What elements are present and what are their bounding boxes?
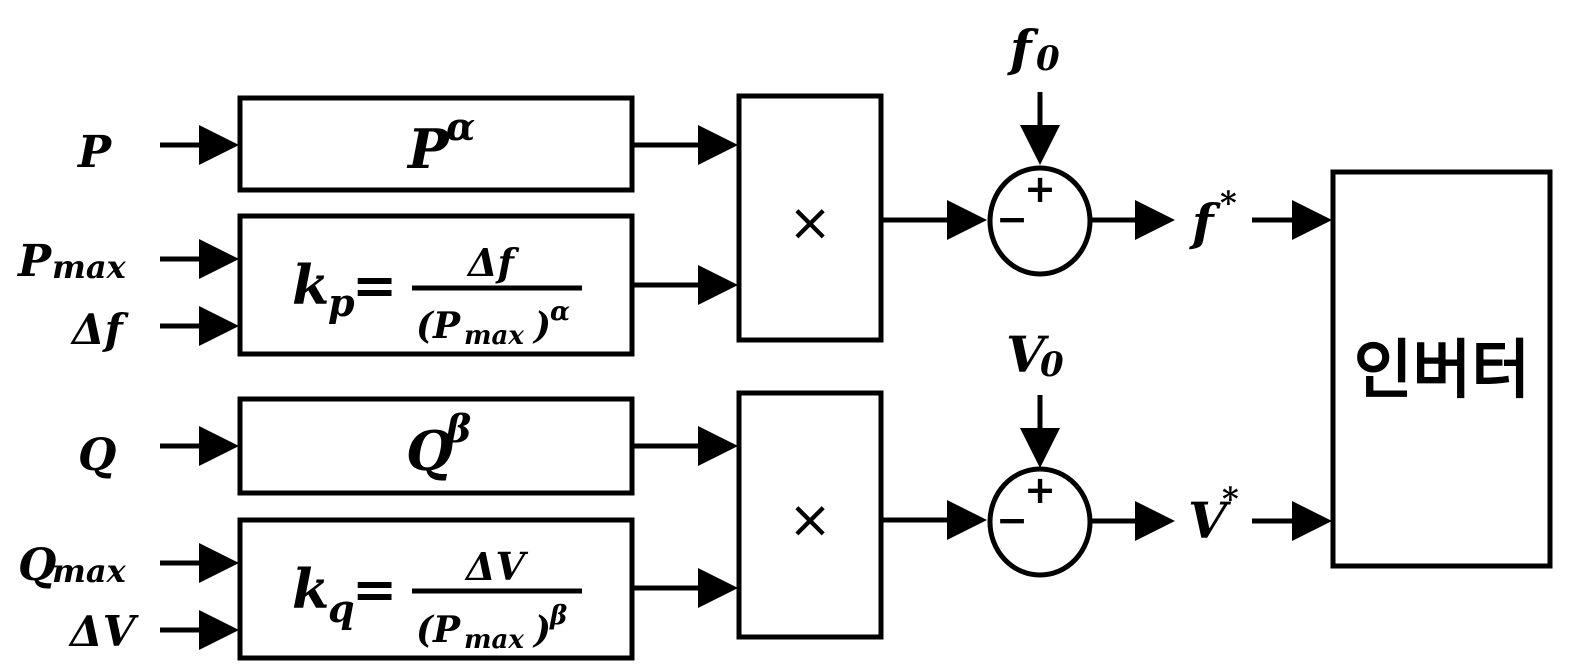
input-q-label: Q <box>78 430 116 481</box>
input-delta-v-label: ΔV <box>68 607 140 656</box>
svg-text:f: f <box>1007 19 1039 78</box>
svg-text:*: * <box>1222 480 1239 518</box>
svg-text:0: 0 <box>1040 345 1064 385</box>
svg-text:×: × <box>788 193 832 253</box>
svg-text:=: = <box>352 557 397 621</box>
svg-text:×: × <box>788 490 832 550</box>
svg-text:−: − <box>996 197 1028 241</box>
svg-text:f: f <box>1189 193 1221 252</box>
svg-text:β: β <box>549 601 567 631</box>
svg-text:+: + <box>1024 167 1056 211</box>
svg-text:max: max <box>464 321 524 351</box>
input-delta-f-label: Δf <box>70 305 130 354</box>
svg-text:max: max <box>52 552 127 590</box>
summer-bottom: + − <box>987 466 1093 578</box>
svg-text:0: 0 <box>1036 39 1060 79</box>
svg-text:V: V <box>1006 325 1050 384</box>
ref-f0-label: f 0 <box>1007 19 1060 79</box>
svg-text:+: + <box>1024 468 1056 512</box>
svg-text:max: max <box>52 248 127 286</box>
svg-text:=: = <box>352 253 397 317</box>
svg-text:α: α <box>446 104 475 149</box>
input-pmax-label: P max <box>16 236 127 287</box>
block-p-power: P α <box>237 95 635 193</box>
multiplier-top: × <box>736 93 884 343</box>
svg-text:P: P <box>16 236 53 287</box>
svg-text:V: V <box>1188 491 1232 550</box>
svg-text:q: q <box>328 586 355 631</box>
svg-text:인버터: 인버터 <box>1354 334 1531 408</box>
block-kp: k p = Δf (P max ) α <box>237 213 635 357</box>
svg-text:ΔV: ΔV <box>464 544 528 589</box>
svg-text:k: k <box>292 253 329 317</box>
inverter-block: 인버터 <box>1330 169 1553 569</box>
summer-top: + − <box>987 165 1093 277</box>
svg-text:*: * <box>1220 184 1237 222</box>
svg-text:−: − <box>996 498 1028 542</box>
multiplier-bottom: × <box>736 390 884 640</box>
input-qmax-label: Q max <box>18 540 127 591</box>
svg-text:α: α <box>550 297 570 327</box>
svg-text:p: p <box>328 280 355 325</box>
svg-text:Q: Q <box>18 540 56 591</box>
ref-v-star-label: V * <box>1188 480 1239 550</box>
svg-text:β: β <box>444 406 471 451</box>
ref-f-star-label: f * <box>1189 184 1237 252</box>
svg-text:(P: (P <box>416 609 461 651</box>
svg-text:(P: (P <box>416 305 461 347</box>
block-q-power: Q β <box>237 396 635 496</box>
svg-text:Δf: Δf <box>466 240 519 285</box>
svg-text:): ) <box>532 609 551 651</box>
input-p-label: P <box>76 127 113 178</box>
ref-v0-label: V 0 <box>1006 325 1064 385</box>
svg-text:): ) <box>532 305 551 347</box>
svg-text:k: k <box>292 557 329 621</box>
svg-text:max: max <box>464 625 524 655</box>
block-kq: k q = ΔV (P max ) β <box>237 517 635 661</box>
svg-text:Q: Q <box>406 419 453 483</box>
svg-text:P: P <box>406 117 450 181</box>
